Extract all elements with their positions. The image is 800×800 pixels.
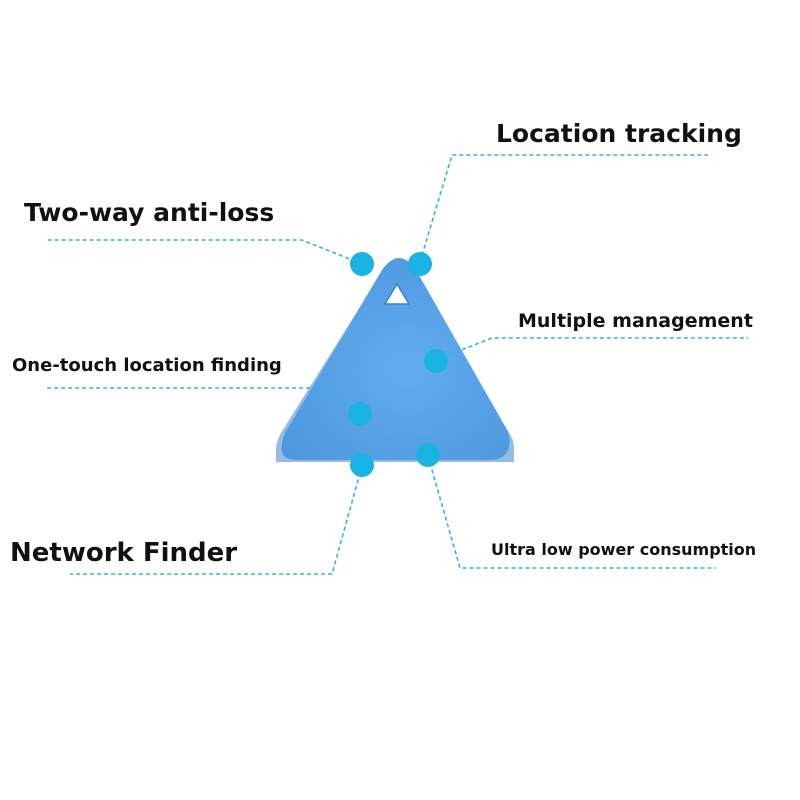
tracker-device-icon — [276, 258, 514, 462]
marker-ultra-low-power — [416, 443, 440, 467]
label-ultra-low-power-consumption: Ultra low power consumption — [491, 540, 757, 559]
leader-network-finder — [70, 465, 363, 575]
leader-two-way-anti-loss — [48, 239, 363, 265]
marker-two-way-anti-loss — [350, 252, 374, 276]
leader-one-touch-location-finding — [46, 387, 361, 413]
label-network-finder: Network Finder — [10, 538, 238, 568]
marker-network-finder — [350, 453, 374, 477]
marker-location-tracking — [408, 252, 432, 276]
label-one-touch-location-finding: One-touch location finding — [12, 355, 282, 376]
leader-ultra-low-power — [427, 455, 716, 569]
leader-location-tracking — [419, 154, 708, 263]
label-multiple-management: Multiple management — [518, 310, 753, 332]
keyring-hole — [383, 282, 411, 305]
marker-multiple-management — [424, 349, 448, 373]
label-two-way-anti-loss: Two-way anti-loss — [24, 198, 275, 227]
leader-multiple-management — [435, 337, 748, 361]
marker-one-touch-location-finding — [348, 402, 372, 426]
label-location-tracking: Location tracking — [496, 119, 742, 148]
